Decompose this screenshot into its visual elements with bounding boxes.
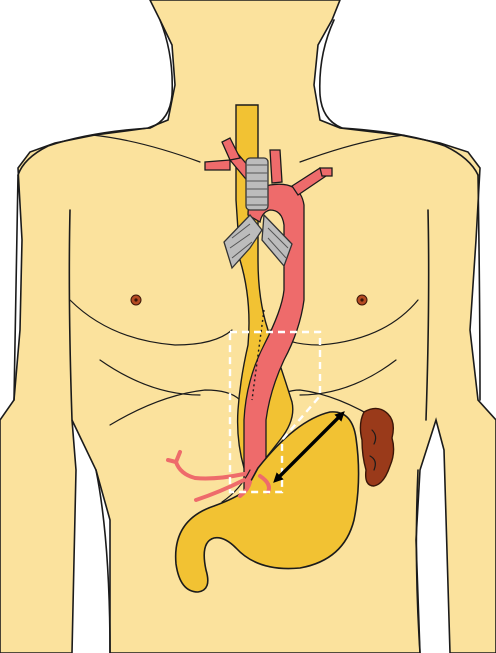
left-carotid-artery (270, 150, 282, 183)
arm-right-line (478, 175, 480, 400)
